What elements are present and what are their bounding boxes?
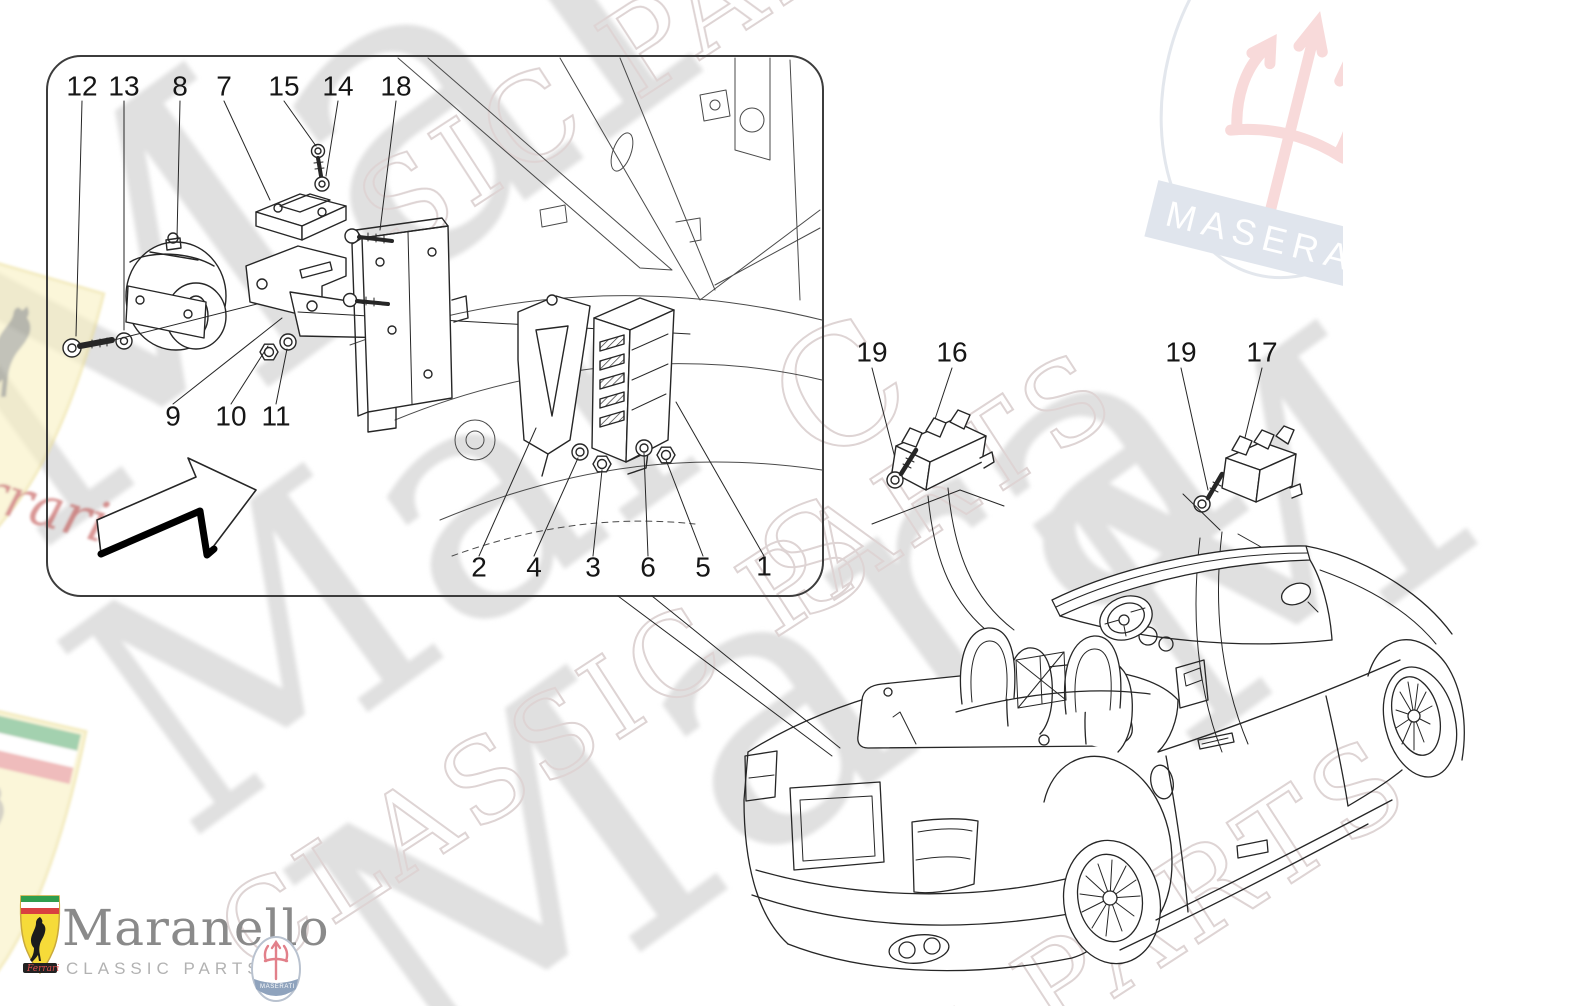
cover-plate-drawing	[517, 294, 591, 477]
maserati-oval-icon: MASERATI	[251, 936, 301, 1002]
alarm-siren-drawing	[125, 232, 227, 351]
classic-parts-logo-text: CLASSIC PARTS	[66, 959, 264, 978]
ferrari-logo-text: Ferrari	[26, 964, 59, 974]
leader-lines-inset	[75, 100, 765, 557]
fasteners-drawing	[571, 439, 676, 473]
maserati-trident-icon	[263, 939, 289, 981]
screw-and-washer-drawing	[310, 143, 330, 192]
mounting-bracket-drawing	[342, 217, 469, 433]
relay-module-drawing	[255, 193, 347, 241]
ecu-drawing	[591, 297, 675, 475]
detail-inset-box	[46, 55, 824, 597]
bolt-and-washer-drawing	[62, 301, 266, 358]
trident-icon	[1225, 11, 1343, 239]
direction-arrow	[96, 457, 257, 559]
ferrari-shield-icon: Ferrari	[19, 895, 61, 975]
maranello-logo-bar: Ferrari Maranello CLASSIC PARTS MASERATI	[0, 885, 340, 1006]
control-module-16-drawing	[871, 367, 1015, 639]
car-drawing	[743, 545, 1465, 972]
leader-lines-box-to-car	[617, 595, 841, 757]
maserati-logo-text: MASERATI	[260, 984, 295, 990]
maserati-oval-watermark: MASERA	[1144, 0, 1343, 295]
